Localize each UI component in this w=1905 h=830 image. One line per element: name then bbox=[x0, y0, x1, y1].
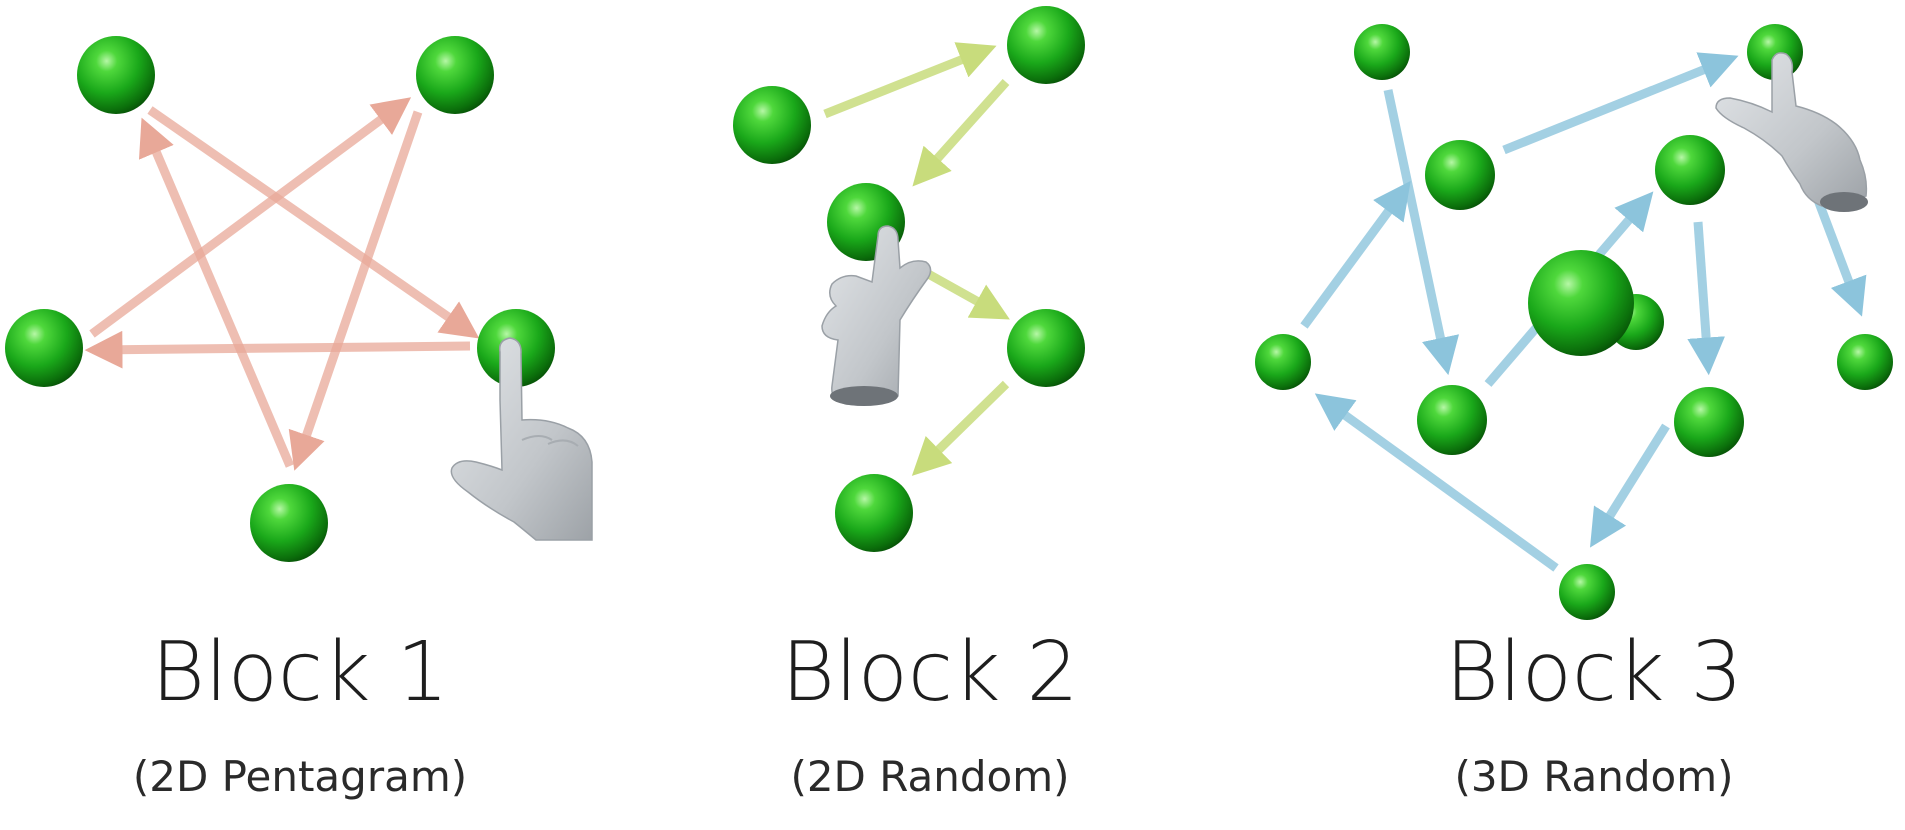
block-2-arrow bbox=[911, 380, 1010, 476]
target-sphere-icon bbox=[1007, 6, 1085, 84]
block-1-arrow bbox=[138, 117, 295, 468]
block-1-arrow bbox=[147, 106, 480, 339]
block-3-title: Block 3 bbox=[1445, 625, 1743, 720]
target-sphere-icon bbox=[733, 86, 811, 164]
target-sphere-icon bbox=[1354, 24, 1410, 80]
target-sphere-icon bbox=[1417, 385, 1487, 455]
block-3-arrow bbox=[1502, 52, 1739, 155]
target-sphere-icon bbox=[5, 309, 83, 387]
target-sphere-icon bbox=[1674, 387, 1744, 457]
block-1-arrow bbox=[84, 330, 471, 369]
target-sphere-icon bbox=[1007, 309, 1085, 387]
block-3-arrow bbox=[1589, 423, 1670, 548]
target-sphere-icon bbox=[1425, 140, 1495, 210]
pointing-hand-icon bbox=[821, 225, 932, 406]
target-sphere-icon bbox=[835, 474, 913, 552]
block-3-arrow bbox=[1300, 180, 1411, 329]
target-sphere-icon bbox=[1837, 334, 1893, 390]
pointing-hand-icon bbox=[1715, 52, 1868, 212]
block-3-arrow bbox=[1687, 221, 1725, 376]
block-2-subtitle: (2D Random) bbox=[790, 752, 1070, 801]
pointing-hand-icon bbox=[450, 337, 593, 541]
block-3-subtitle: (3D Random) bbox=[1454, 752, 1734, 801]
block-3-arrow bbox=[1813, 198, 1867, 317]
block-1-arrows bbox=[84, 97, 480, 471]
block-3-arrows bbox=[1300, 52, 1867, 572]
target-sphere-icon bbox=[77, 36, 155, 114]
block-1-title: Block 1 bbox=[151, 625, 449, 720]
target-sphere-icon bbox=[1559, 564, 1615, 620]
block-1-diagram bbox=[5, 36, 593, 562]
block-2-title: Block 2 bbox=[781, 625, 1079, 720]
block-2-diagram bbox=[733, 6, 1085, 552]
block-3-diagram bbox=[1255, 24, 1893, 620]
block-3-targets bbox=[1255, 24, 1893, 620]
target-sphere-icon bbox=[1255, 334, 1311, 390]
target-sphere-icon bbox=[1528, 250, 1634, 356]
block-2-arrow bbox=[912, 78, 1010, 187]
target-sphere-icon bbox=[250, 484, 328, 562]
block-1-arrow bbox=[288, 110, 423, 471]
block-1-subtitle: (2D Pentagram) bbox=[132, 752, 468, 801]
block-2-arrow bbox=[823, 42, 997, 119]
target-sphere-icon bbox=[1655, 135, 1725, 205]
block-3-arrow bbox=[1314, 393, 1559, 572]
block-3-arrow bbox=[1383, 89, 1460, 376]
block-1-arrow bbox=[89, 97, 412, 338]
target-sphere-icon bbox=[416, 36, 494, 114]
